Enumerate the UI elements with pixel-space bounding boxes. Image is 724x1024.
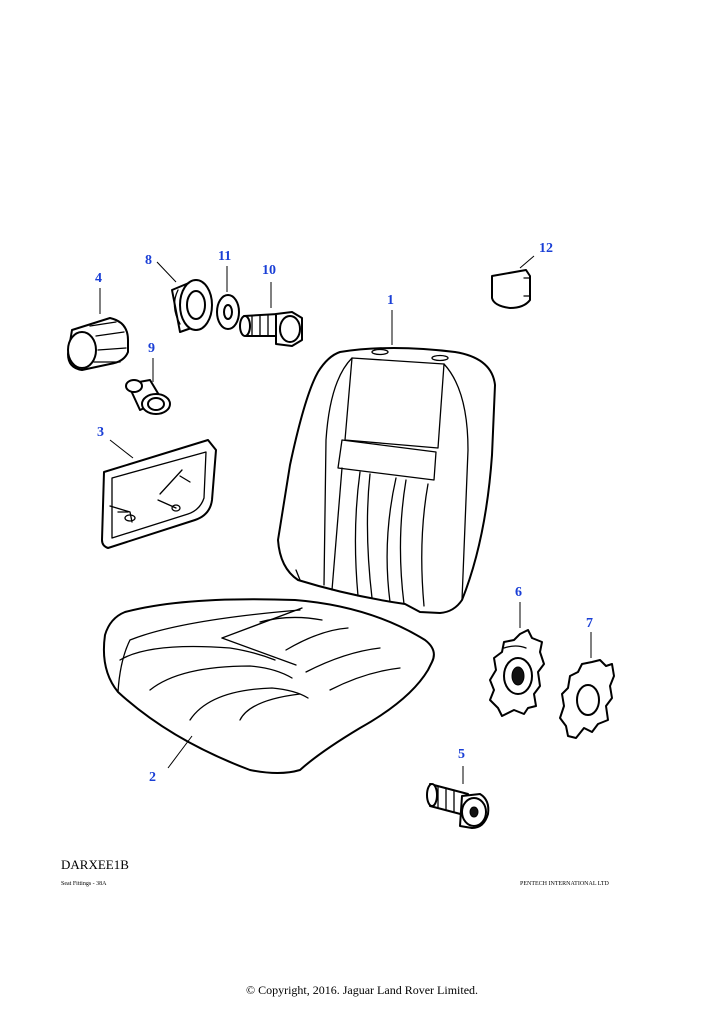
copyright-notice: © Copyright, 2016. Jaguar Land Rover Lim…	[245, 983, 479, 997]
part-4-knob	[67, 288, 129, 371]
part-8-collar	[156, 261, 213, 333]
part-7-gear-plate	[559, 632, 615, 739]
callout-3: 3	[97, 425, 104, 440]
part-10-bolt	[239, 282, 303, 347]
part-1-seat-backrest	[277, 310, 496, 614]
part-11-washer	[216, 266, 240, 330]
part-3-bracket	[101, 439, 217, 549]
callout-10: 10	[262, 263, 276, 278]
part-9-bushing	[125, 358, 171, 415]
callout-8: 8	[145, 253, 152, 268]
diagram-code: DARXEE1B	[61, 857, 129, 872]
part-2-seat-cushion	[102, 598, 435, 774]
publisher-caption: PENTECH INTERNATIONAL LTD	[520, 881, 609, 887]
callout-1: 1	[387, 293, 394, 308]
part-5-bolt	[426, 766, 490, 829]
part-12-cap	[491, 255, 535, 309]
callout-5: 5	[458, 747, 465, 762]
part-6-gear-plate	[489, 602, 545, 717]
callout-9: 9	[148, 341, 155, 356]
section-caption: Seat Fittings - 38A	[61, 881, 107, 887]
callout-12: 12	[539, 241, 553, 256]
callout-7: 7	[586, 616, 593, 631]
callout-6: 6	[515, 585, 522, 600]
callout-2: 2	[149, 770, 156, 785]
callout-4: 4	[95, 271, 102, 286]
callout-11: 11	[218, 249, 232, 264]
